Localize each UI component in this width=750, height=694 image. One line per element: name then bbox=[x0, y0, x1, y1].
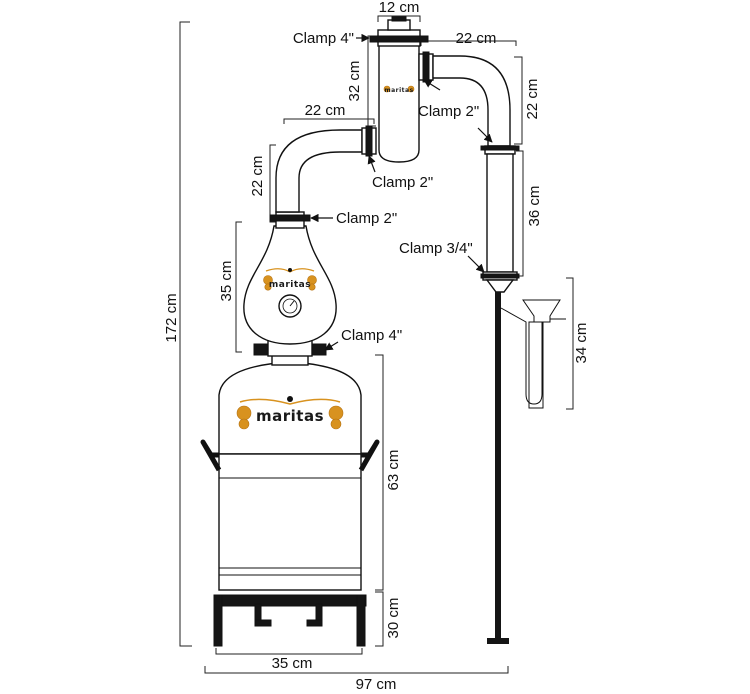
logo-text-column: maritas bbox=[384, 87, 413, 94]
label-stand-width: 35 cm bbox=[272, 655, 313, 672]
parrot-outlet bbox=[500, 299, 566, 409]
label-parrot-height: 34 cm bbox=[573, 323, 590, 364]
label-total-width: 97 cm bbox=[356, 676, 397, 693]
brand-logo-column: maritas bbox=[383, 85, 415, 94]
label-condenser-height: 36 cm bbox=[526, 186, 543, 227]
label-clamp-right-upper: Clamp 2" bbox=[418, 103, 479, 120]
label-clamp-top: Clamp 4" bbox=[293, 30, 354, 47]
thermometer-gauge bbox=[278, 294, 302, 318]
label-top-width: 12 cm bbox=[379, 0, 420, 16]
column bbox=[369, 16, 429, 163]
logo-text-small: maritas bbox=[269, 280, 311, 290]
labels: 12 cm Clamp 4" 32 cm 22 cm 22 cm Clamp 2… bbox=[163, 0, 590, 693]
clamp-column-side bbox=[361, 125, 377, 157]
label-helmet-height: 35 cm bbox=[218, 261, 235, 302]
label-clamp-pot: Clamp 4" bbox=[341, 327, 402, 344]
stand bbox=[213, 594, 367, 647]
label-clamp-column-side: Clamp 2" bbox=[372, 174, 433, 191]
brand-logo-pot: maritas bbox=[236, 396, 344, 430]
label-column-height: 32 cm bbox=[346, 61, 363, 102]
helmet bbox=[243, 225, 337, 345]
label-left-arm-width: 22 cm bbox=[305, 102, 346, 119]
label-total-height: 172 cm bbox=[163, 293, 180, 342]
boiler-pot bbox=[200, 354, 380, 591]
brand-logo-helmet: maritas bbox=[263, 268, 317, 291]
clamp-column-right bbox=[418, 51, 434, 83]
clamp-helmet-top bbox=[269, 211, 311, 229]
condenser-support-pole bbox=[487, 292, 509, 644]
dimension-lines bbox=[179, 15, 574, 674]
label-clamp-helmet-top: Clamp 2" bbox=[336, 210, 397, 227]
label-pot-height: 63 cm bbox=[385, 450, 402, 491]
label-right-arm-width: 22 cm bbox=[456, 30, 497, 47]
logo-text: maritas bbox=[256, 407, 324, 425]
label-stand-height: 30 cm bbox=[385, 598, 402, 639]
left-vapor-arm bbox=[275, 129, 363, 213]
condenser bbox=[480, 145, 520, 293]
right-vapor-arm bbox=[432, 55, 511, 147]
label-left-arm-rise: 22 cm bbox=[249, 156, 266, 197]
label-right-arm-drop: 22 cm bbox=[524, 79, 541, 120]
label-arrows bbox=[310, 33, 493, 351]
label-clamp-condenser-bottom: Clamp 3/4" bbox=[399, 240, 473, 257]
